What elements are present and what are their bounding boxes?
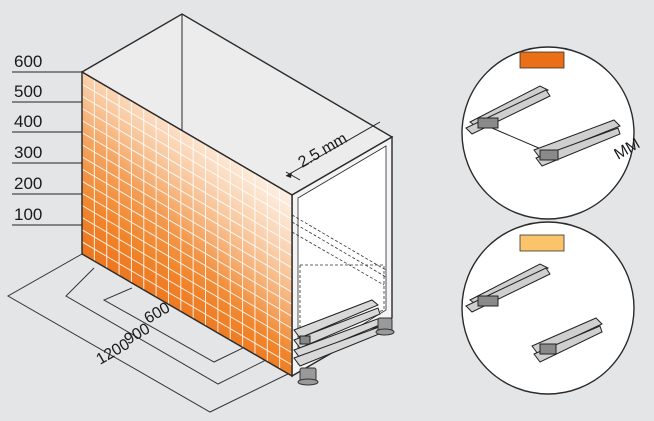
height-label-200: 200	[14, 174, 42, 193]
grid-row-line	[82, 107, 292, 232]
height-tick-600: 600	[12, 52, 82, 73]
height-tick-200: 200	[12, 174, 82, 195]
grid-row-line	[82, 241, 292, 366]
height-label-500: 500	[14, 82, 42, 101]
grid-row-line	[82, 168, 292, 293]
runner-detail-top	[465, 85, 621, 167]
grid-row-line	[82, 217, 292, 342]
depth-label-1200: 1200	[94, 336, 133, 369]
cabinet-feet	[297, 317, 395, 386]
height-label-600: 600	[14, 52, 42, 71]
height-scale: 600 500 400 300 200 100	[12, 52, 82, 226]
runner-detail-bottom	[465, 263, 603, 363]
drawer-runner-set	[293, 299, 385, 367]
height-tick-100: 100	[12, 205, 82, 226]
height-label-100: 100	[14, 205, 42, 224]
grid-row-line	[82, 205, 292, 329]
grid-row-line	[82, 120, 292, 244]
height-label-400: 400	[14, 112, 42, 131]
grid-row-line	[82, 132, 292, 257]
height-tick-400: 400	[12, 112, 82, 133]
grid-row-line	[82, 95, 292, 220]
color-swatch-top	[519, 51, 565, 69]
grid-row-line	[82, 180, 292, 305]
grid-row-line	[82, 144, 292, 269]
grid-row-line	[82, 229, 292, 354]
detail-circle-top: MM	[461, 46, 643, 220]
front-grid-face	[81, 70, 293, 378]
grid-row-line	[82, 192, 292, 317]
height-tick-500: 500	[12, 82, 82, 103]
detail-circle-bottom	[461, 221, 635, 395]
height-tick-300: 300	[12, 143, 82, 164]
color-swatch-bottom	[519, 234, 565, 252]
grid-row-line	[82, 156, 292, 281]
grid-row-line	[82, 83, 292, 208]
height-label-300: 300	[14, 143, 42, 162]
